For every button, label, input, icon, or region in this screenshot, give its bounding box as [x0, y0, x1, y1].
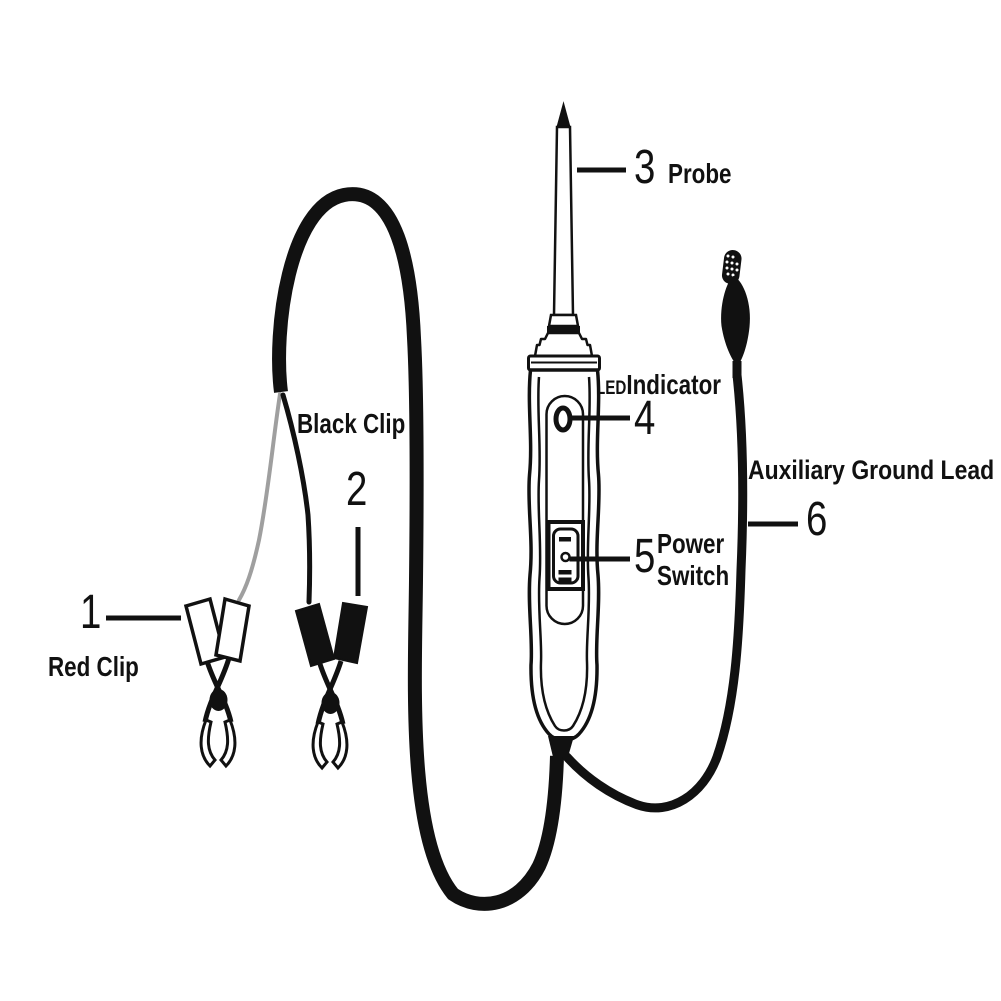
switch-bottom-bar-2: [558, 577, 572, 582]
probe-assembly: [527, 101, 601, 372]
probe-tip: [556, 101, 571, 128]
probe-shaft: [552, 125, 575, 317]
red-clip-prong-right: [219, 718, 237, 769]
power-switch: [546, 520, 585, 591]
nose-steps: [533, 331, 594, 358]
auxiliary-ground-lead-cable: [562, 370, 748, 813]
main-cable: [272, 187, 564, 911]
label-led-indicator: LEDIndicator: [596, 371, 721, 399]
callout-number-1: 1: [80, 586, 102, 639]
callout-number-3: 3: [634, 141, 656, 194]
red-clip-handle-right: [214, 596, 251, 664]
label-power-line1: Power: [657, 528, 725, 559]
aux-connector-neck: [732, 361, 742, 378]
leader-lines: [106, 167, 798, 621]
probe-ferrule: [547, 313, 580, 328]
label-indicator: Indicator: [626, 369, 721, 400]
switch-center-dot: [560, 551, 571, 563]
red-clip-prong-left: [199, 718, 217, 769]
probe-black-band: [547, 326, 580, 333]
red-clip: [183, 596, 251, 769]
switch-bottom-bar-1: [558, 570, 572, 575]
cable-strain-relief: [548, 736, 574, 757]
callout-number-2: 2: [346, 463, 368, 516]
callout-number-6: 6: [806, 493, 828, 546]
black-clip-prong-left: [311, 720, 329, 771]
device-body: [527, 368, 601, 757]
body-inner-line: [537, 376, 591, 732]
black-clip-prong-right: [331, 720, 349, 771]
label-led-small: LED: [596, 378, 627, 399]
label-auxiliary-ground-lead: Auxiliary Ground Lead: [748, 455, 995, 485]
aux-connector-body: [721, 276, 750, 367]
black-clip-leg-right: [315, 660, 344, 725]
led-indicator-lamp: [553, 405, 573, 433]
aux-connector-rib-dots: [725, 254, 739, 277]
black-clip-wire: [280, 392, 313, 605]
callout-number-5: 5: [634, 530, 656, 583]
label-power-line2: Switch: [657, 560, 730, 592]
switch-top-bar: [559, 537, 571, 542]
black-clip-handle-right: [332, 601, 369, 665]
black-clip-handle-left: [294, 602, 336, 668]
callout-number-4: 4: [634, 392, 656, 445]
red-clip-pivot: [209, 689, 228, 711]
label-black-clip: Black Clip: [297, 408, 406, 439]
black-clip: [294, 601, 369, 771]
label-red-clip: Red Clip: [48, 651, 139, 682]
aux-connector-ribbed-tip: [721, 250, 742, 284]
aux-lead-connector: [721, 250, 750, 378]
label-probe: Probe: [668, 158, 732, 189]
black-clip-pivot: [321, 692, 340, 714]
red-clip-wire: [237, 392, 282, 602]
